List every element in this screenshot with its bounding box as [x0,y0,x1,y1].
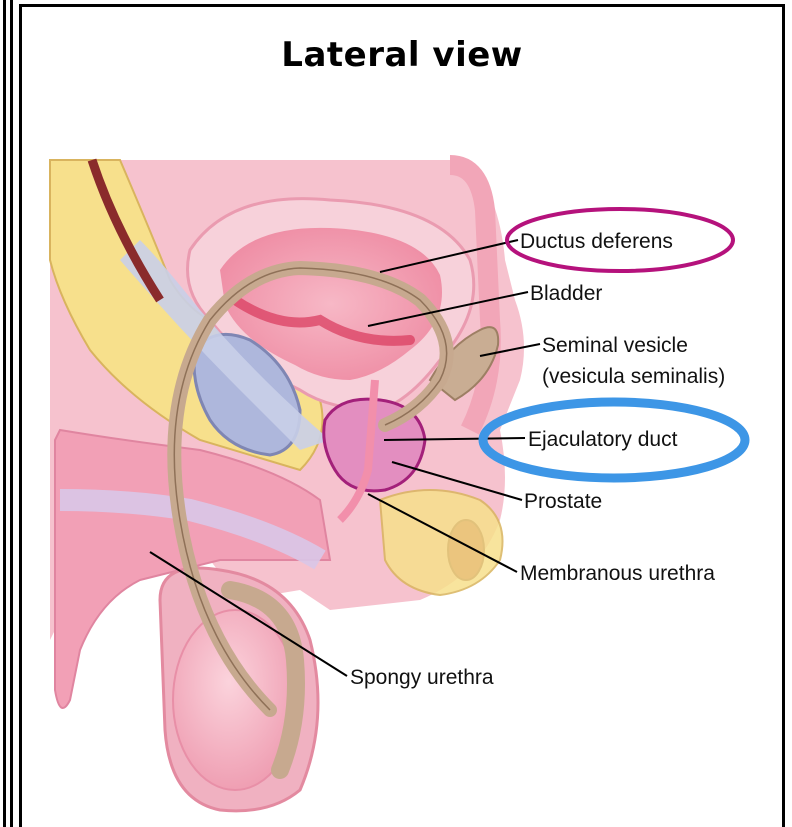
label-ductus-deferens: Ductus deferens [520,230,673,253]
label-membranous-urethra: Membranous urethra [520,562,715,585]
label-bladder: Bladder [530,282,602,305]
label-spongy-urethra: Spongy urethra [350,666,494,689]
label-ejaculatory-duct: Ejaculatory duct [528,428,678,451]
label-seminal-vesicle-latin: (vesicula seminalis) [542,365,725,388]
label-prostate: Prostate [524,490,602,513]
illustration [50,160,524,811]
label-seminal-vesicle: Seminal vesicle [542,334,688,357]
